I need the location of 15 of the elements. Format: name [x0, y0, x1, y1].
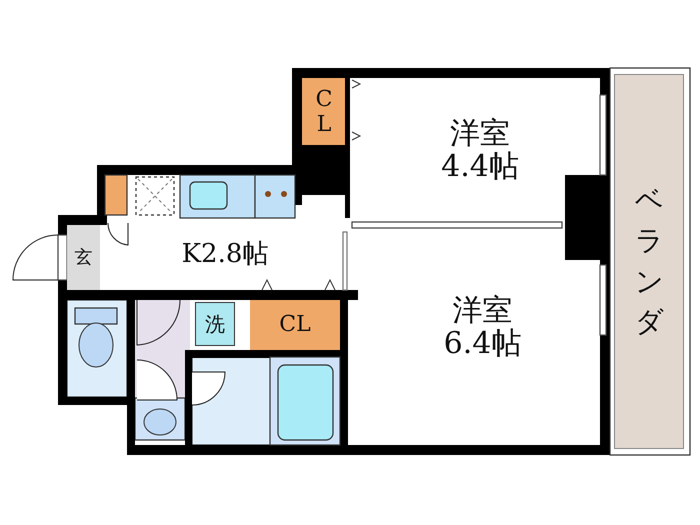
room-area	[302, 78, 345, 145]
room-label: ベランダ	[635, 182, 663, 340]
room-area	[195, 302, 235, 346]
room-area	[614, 74, 684, 449]
room-size: 4.4帖	[441, 150, 519, 183]
room-label: CL	[279, 312, 311, 338]
room-label: 洋室	[452, 294, 512, 327]
room-label: K2.8帖	[182, 240, 268, 268]
room-label: CL	[311, 86, 336, 136]
room-area	[250, 300, 340, 350]
room-label: 洗	[205, 313, 225, 335]
room-size: 6.4帖	[444, 327, 522, 360]
room-area	[67, 225, 100, 290]
room-label: 玄	[74, 248, 92, 268]
room-label: 洋室	[450, 117, 510, 150]
